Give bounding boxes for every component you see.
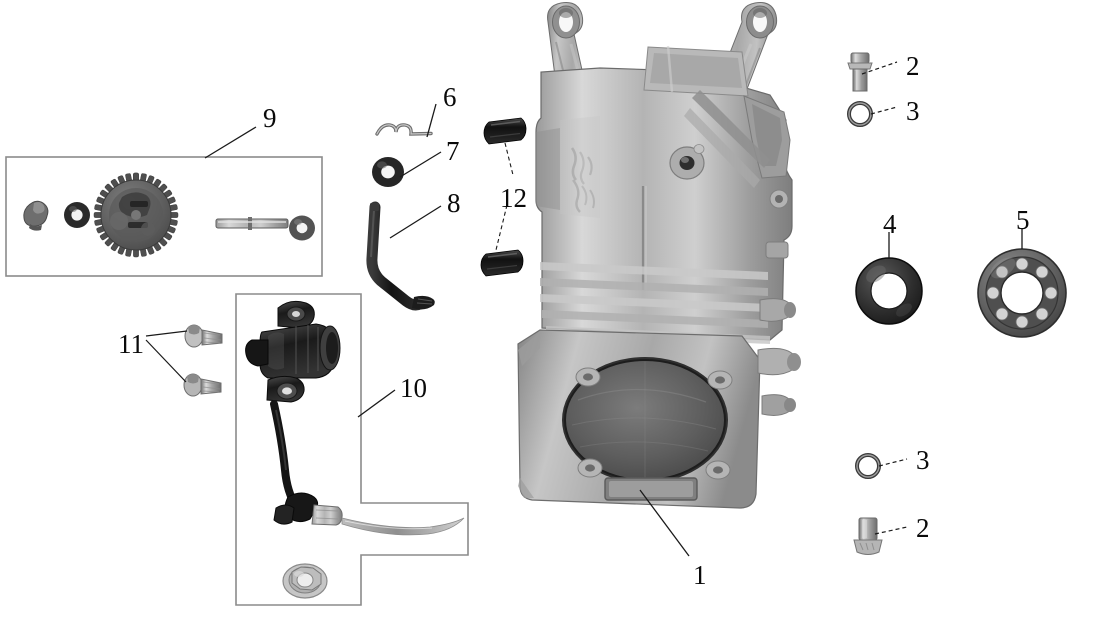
hex-flange-bolt-top: [847, 52, 898, 92]
oil-seal: [855, 232, 923, 325]
callout-10: 10: [400, 373, 427, 403]
oil-level-sensor: [245, 300, 465, 536]
governor-shaft-pin: [215, 217, 289, 230]
retaining-clip: [375, 103, 437, 138]
sensor-mounting-bolt-lower: [145, 339, 222, 397]
hex-flange-bolt-bottom: [853, 517, 908, 555]
callout-1: 1: [693, 560, 707, 590]
ball-bearing: [977, 228, 1067, 338]
sealing-washer-top: [847, 101, 898, 127]
head-bolt-bosses: [575, 367, 733, 480]
governor-cap-part: [23, 200, 49, 231]
callout-8: 8: [447, 188, 461, 218]
dowel-pin-upper: [483, 117, 527, 145]
callout-11: 11: [118, 329, 144, 359]
block-embossed-text: [570, 147, 595, 213]
callout-5: 5: [1016, 205, 1030, 235]
sensor-mounting-bolts: [145, 324, 223, 397]
dowel-pins: [480, 117, 527, 277]
governor-shaft-boss: [669, 144, 705, 180]
dowel-pin-lower: [480, 249, 524, 277]
callout-3-bottom: 3: [916, 445, 930, 475]
callout-7: 7: [446, 136, 460, 166]
callout-3-top: 3: [906, 96, 920, 126]
callout-4: 4: [883, 209, 897, 239]
governor-small-washer: [64, 202, 90, 228]
callout-2-top: 2: [906, 51, 920, 81]
sensor-mounting-bolt-upper: [145, 324, 223, 348]
governor-rod: [366, 201, 442, 311]
sealing-washer-bottom: [855, 453, 908, 479]
callout-9: 9: [263, 103, 277, 133]
callout-12: 12: [500, 183, 527, 213]
block-side-ports: [757, 298, 801, 416]
callout-2-bottom: 2: [916, 513, 930, 543]
governor-gear-kit-box: [5, 126, 323, 277]
sensor-flange-nut: [282, 563, 328, 599]
block-right-bosses: [765, 189, 789, 259]
governor-washer: [372, 151, 442, 187]
cylinder-bore: [562, 357, 728, 483]
callout-6: 6: [443, 82, 457, 112]
governor-gear: [93, 172, 179, 258]
cylinder-block: [517, 2, 801, 557]
oil-level-sensor-box: [235, 293, 469, 606]
governor-end-washer: [289, 215, 315, 241]
cylinder-base-port: [604, 477, 698, 501]
